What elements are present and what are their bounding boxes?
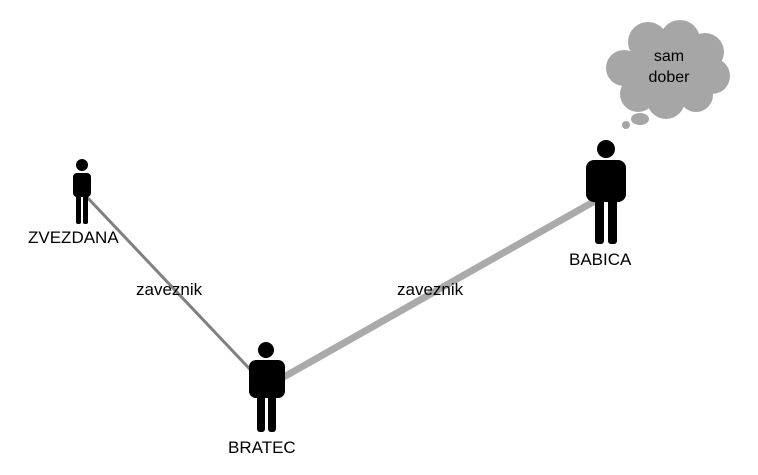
node-label-bratec: BRATEC (228, 438, 296, 457)
person-bratec (249, 342, 285, 432)
person-babica (586, 140, 626, 244)
person-zvezdana (73, 159, 91, 224)
node-label-babica: BABICA (569, 250, 632, 269)
thought-text-line-2: dober (649, 69, 691, 86)
edge-zvezdana-bratec (82, 192, 264, 384)
person-icon (586, 140, 626, 244)
person-icon (73, 159, 91, 224)
thought-bubble-icon (606, 20, 730, 129)
node-label-zvezdana: ZVEZDANA (28, 228, 119, 247)
edge-label-bratec-babica: zaveznik (397, 280, 464, 299)
person-icon (249, 342, 285, 432)
edge-bratec-babica (280, 193, 604, 382)
edge-label-zvezdana-bratec: zaveznik (136, 280, 203, 299)
thought-text-line-1: sam (654, 48, 684, 65)
